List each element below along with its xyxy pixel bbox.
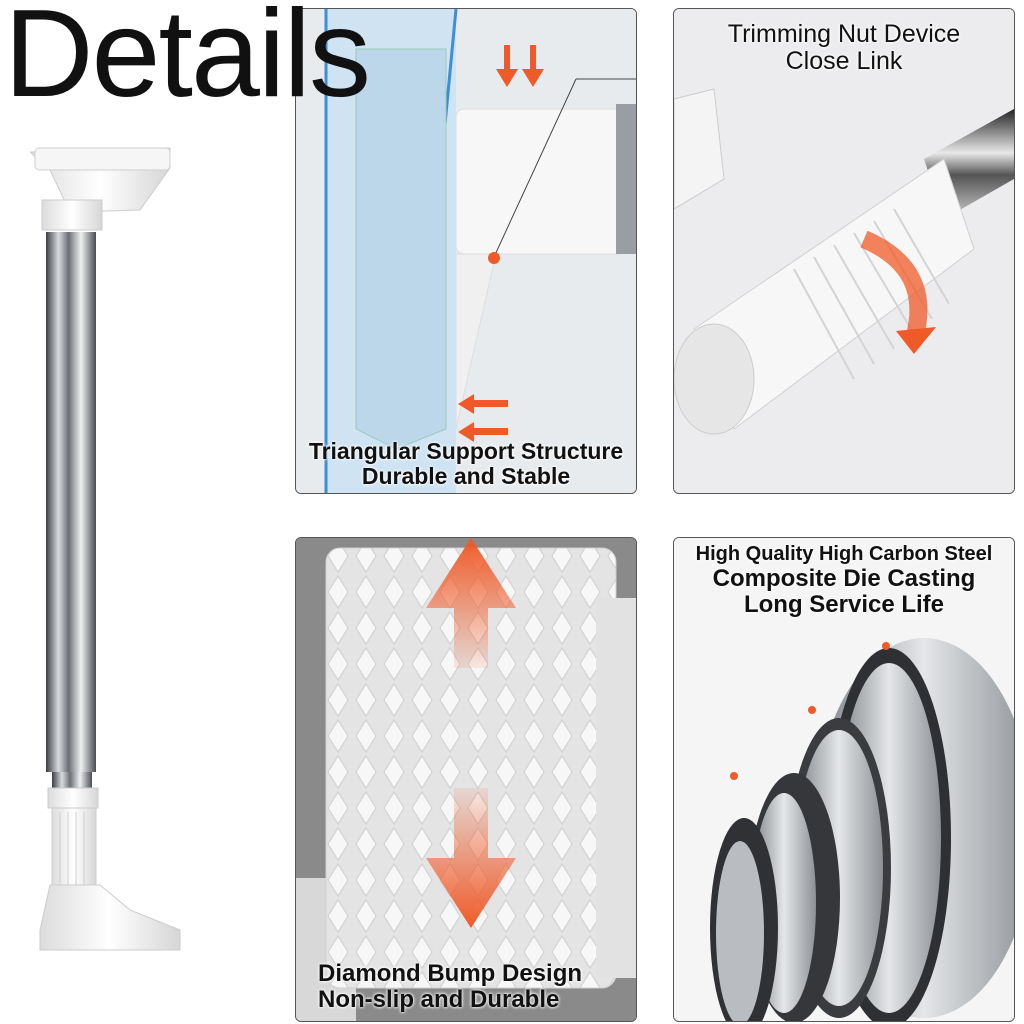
panel-caption: Trimming Nut Device Close Link: [674, 21, 1014, 75]
panel-diamond-bump: Diamond Bump Design Non-slip and Durable: [295, 537, 637, 1022]
support-closeup-image: [296, 9, 636, 493]
caption-line: Diamond Bump Design: [318, 960, 583, 988]
caption-line: Triangular Support Structure: [308, 438, 624, 465]
nut-closeup-image: [674, 9, 1014, 493]
caption-line: Long Service Life: [743, 590, 945, 618]
up-down-arrow-icon: [426, 538, 516, 928]
panel-trimming-nut: Trimming Nut Device Close Link: [673, 8, 1015, 494]
caption-line: Trimming Nut Device: [727, 20, 961, 48]
panel-high-carbon-steel: High Quality High Carbon Steel Composite…: [673, 537, 1015, 1022]
tension-rod-image: [30, 147, 181, 951]
caption-line: Non-slip and Durable: [318, 986, 560, 1014]
panel-caption: Diamond Bump Design Non-slip and Durable: [318, 961, 636, 1013]
caption-line: Durable and Stable: [361, 463, 571, 490]
caption-line: Composite Die Casting: [712, 564, 976, 592]
down-arrows-icon: [496, 45, 544, 87]
telescoping-tube-image: [674, 538, 1014, 1021]
panel-caption: High Quality High Carbon Steel Composite…: [674, 543, 1014, 618]
page-title: Details: [4, 0, 371, 123]
left-arrows-icon: [458, 394, 508, 442]
panel-caption: Triangular Support Structure Durable and…: [296, 439, 636, 489]
caption-line: Close Link: [785, 47, 903, 75]
caption-line: High Quality High Carbon Steel: [695, 543, 993, 565]
panel-triangular-support: Triangular Support Structure Durable and…: [295, 8, 637, 494]
